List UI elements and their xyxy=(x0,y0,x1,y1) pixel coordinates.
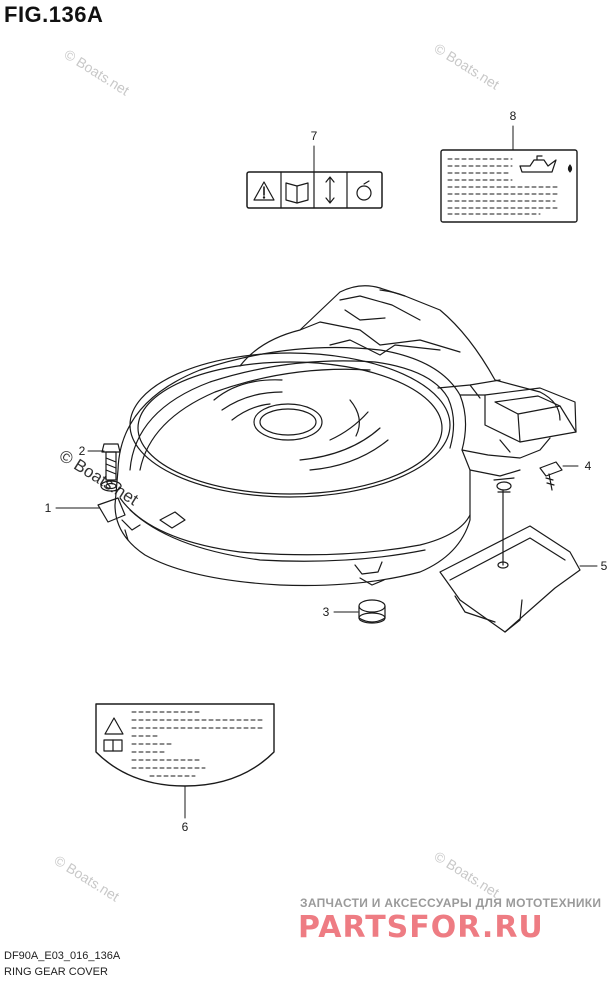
bolt-part-2 xyxy=(100,443,122,492)
diagram-caption: RING GEAR COVER xyxy=(4,966,108,978)
shop-brand: PARTSFOR.RU xyxy=(298,910,544,945)
shop-tagline: ЗАПЧАСТИ И АКСЕССУАРЫ ДЛЯ МОТОТЕХНИКИ xyxy=(300,896,602,910)
callout-8: 8 xyxy=(510,109,517,123)
callout-1: 1 xyxy=(45,501,52,515)
diagram-code: DF90A_E03_016_136A xyxy=(4,950,121,962)
callout-7: 7 xyxy=(311,129,318,143)
label-part-8 xyxy=(440,149,578,223)
grommet-part-3 xyxy=(358,599,386,624)
label-strip-part-7 xyxy=(246,171,383,209)
label-part-6 xyxy=(95,703,275,787)
callout-3: 3 xyxy=(323,605,330,619)
leader-lines xyxy=(55,125,598,819)
callout-2: 2 xyxy=(79,444,86,458)
callout-4: 4 xyxy=(585,459,592,473)
bracket-part-5 xyxy=(439,477,581,633)
callout-6: 6 xyxy=(182,820,189,834)
screw-part-4 xyxy=(539,461,563,491)
callout-5: 5 xyxy=(601,559,608,573)
ring-gear-cover xyxy=(97,346,471,587)
cover-extension xyxy=(239,285,577,477)
figure-title: FIG.136A xyxy=(4,2,104,27)
